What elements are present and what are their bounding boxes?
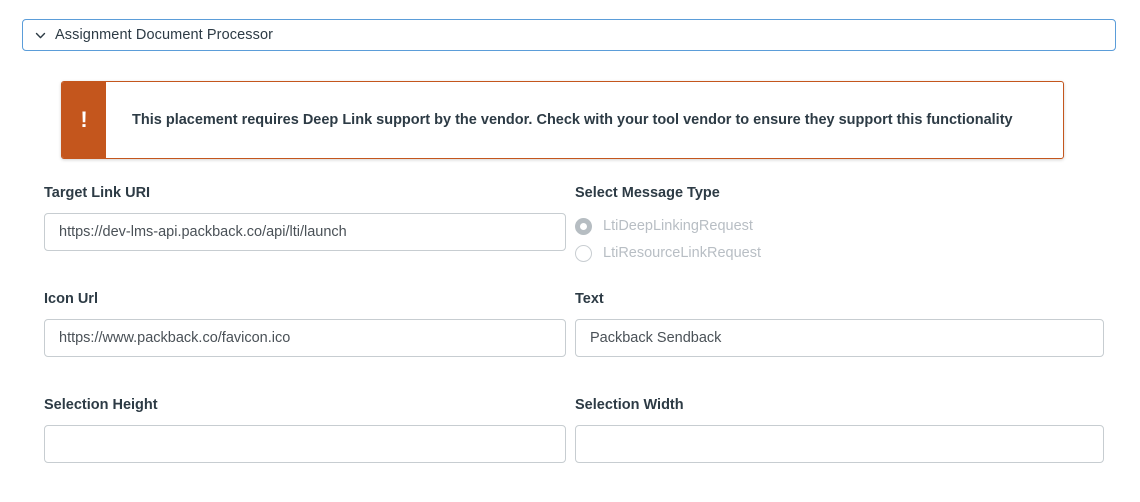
placement-title: Assignment Document Processor [55,26,274,43]
exclamation-icon: ! [80,107,88,132]
alert-icon-strip: ! [62,82,106,158]
radio-selected-icon [575,218,592,235]
selection-width-label: Selection Width [575,397,684,413]
placement-header-toggle[interactable]: Assignment Document Processor [22,19,1116,51]
target-link-uri-field: Target Link URI [44,184,566,251]
placement-form: Target Link URI Select Message Type LtiD… [0,184,1140,502]
deep-link-warning-alert: ! This placement requires Deep Link supp… [61,81,1064,159]
alert-message: This placement requires Deep Link suppor… [132,112,1013,128]
icon-url-label: Icon Url [44,291,98,307]
radio-option-lti-resource-link-request[interactable]: LtiResourceLinkRequest [575,240,1104,267]
selection-height-input[interactable] [44,425,566,463]
form-row-1: Target Link URI Select Message Type LtiD… [0,184,1140,290]
target-link-uri-input[interactable] [44,213,566,251]
radio-unselected-icon [575,245,592,262]
text-input[interactable] [575,319,1104,357]
selection-width-field: Selection Width [575,396,1104,463]
radio-label-lti-resource-link-request: LtiResourceLinkRequest [603,245,761,261]
selection-height-label: Selection Height [44,397,158,413]
form-row-3: Selection Height Selection Width [0,396,1140,502]
message-type-group: Select Message Type LtiDeepLinkingReques… [575,184,1104,267]
text-label: Text [575,291,604,307]
selection-height-field: Selection Height [44,396,566,463]
radio-option-lti-deep-linking-request[interactable]: LtiDeepLinkingRequest [575,213,1104,240]
icon-url-input[interactable] [44,319,566,357]
selection-width-input[interactable] [575,425,1104,463]
target-link-uri-label: Target Link URI [44,185,151,201]
icon-url-field: Icon Url [44,290,566,357]
message-type-radio-group[interactable]: LtiDeepLinkingRequest LtiResourceLinkReq… [575,213,1104,267]
chevron-down-icon [33,28,47,42]
text-field: Text [575,290,1104,357]
form-row-2: Icon Url Text [0,290,1140,396]
select-message-type-label: Select Message Type [575,185,720,201]
alert-body: This placement requires Deep Link suppor… [106,82,1063,158]
radio-label-lti-deep-linking-request: LtiDeepLinkingRequest [603,218,753,234]
